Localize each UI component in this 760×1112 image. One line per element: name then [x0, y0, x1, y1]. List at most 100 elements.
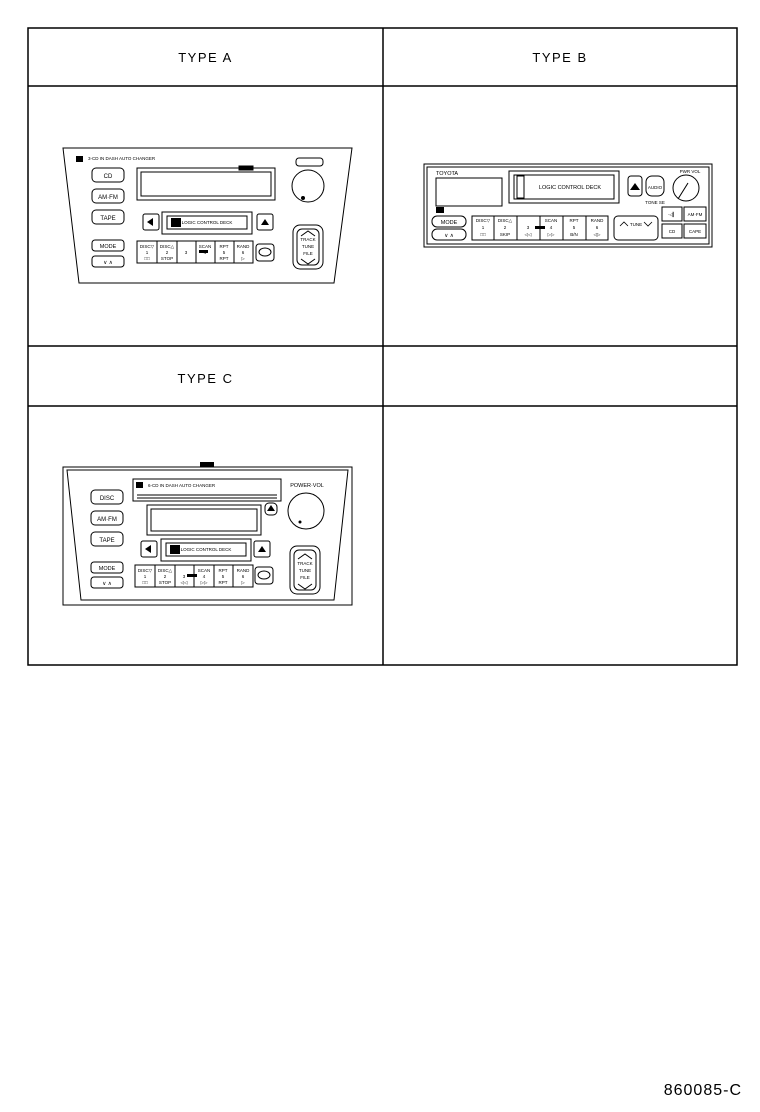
type-a-scan-bar: [199, 250, 208, 253]
type-b-scan-bar: [535, 226, 545, 229]
type-b-preset-6-num: 6: [596, 225, 599, 230]
type-a-track-up-icon: [300, 230, 316, 237]
type-a-button-am-fm: AM·FM: [98, 195, 118, 201]
type-b-preset-1-bottom: □□: [480, 232, 486, 237]
type-a-preset-1-bottom: □□: [144, 256, 150, 261]
type-b-preset-5-top: RPT: [570, 218, 579, 223]
type-b-preset-3-num: 3: [527, 225, 530, 230]
type-a-preset-2-bottom: STOP: [161, 256, 173, 261]
type-a-preset-6-num: 6: [242, 250, 245, 255]
type-c-track-2: TUNE: [299, 568, 311, 573]
type-a-top-label: 3-CD IN DASH AUTO CHANGER: [88, 156, 156, 161]
type-c-power-vol: POWER·VOL: [290, 483, 324, 489]
type-c-top-label: 6-CD IN DASH AUTO CHANGER: [148, 483, 216, 488]
type-b-pwr-vol: PWR VOL: [680, 169, 701, 174]
type-b-seek-arrows: ∨ ∧: [444, 233, 454, 239]
type-c-preset-5-top: RPT: [219, 568, 228, 573]
type-a-track-2: TUNE: [302, 244, 314, 249]
type-b-right-button-3: CD: [669, 229, 676, 234]
header-type-b: TYPE B: [532, 50, 588, 65]
type-a-button-cd: CD: [104, 174, 113, 180]
type-b-preset-2-top: DISC△: [498, 218, 513, 223]
type-b-right-button-1: ·◁▎: [668, 211, 676, 218]
type-c-button-am-fm: AM·FM: [97, 517, 117, 523]
type-a-track-down-icon: [300, 258, 316, 265]
rewind-icon: [147, 218, 153, 226]
type-b-tune-up-icon: [643, 221, 653, 227]
type-b-knob-indicator: [677, 182, 689, 200]
type-a-preset-5-num: 5: [223, 250, 226, 255]
type-a-track-1: TRACK: [300, 237, 315, 242]
type-c-cassette-door-icon: [170, 545, 180, 554]
type-c-button-tape: TAPE: [99, 538, 114, 544]
header-type-a: TYPE A: [178, 50, 233, 65]
type-b-audio-label: AUDIO: [648, 185, 663, 190]
type-c-preset-5-bottom: RPT: [219, 580, 228, 585]
type-b-preset-4-bottom: ▷▷: [548, 232, 555, 237]
type-c-preset-6-top: RAND: [237, 568, 251, 573]
type-b-preset-4-num: 4: [550, 225, 553, 230]
type-a-preset-5-top: RPT: [220, 244, 229, 249]
type-a-deck-label: LOGIC CONTROL DECK: [182, 220, 233, 225]
type-c-preset-6-bottom: ▷: [241, 580, 245, 585]
type-c-top-tab: [200, 462, 214, 467]
type-c-knob-dot: [298, 520, 302, 524]
type-a-preset-3-num: 3: [185, 250, 188, 255]
type-b-preset-2-bottom: SKIP: [500, 232, 510, 237]
type-a-preset-4-top: SCAN: [199, 244, 212, 249]
type-a-preset-6-top: RAND: [237, 244, 251, 249]
type-c-scan-bar: [187, 574, 197, 577]
type-c-preset-1-top: DISC▽: [138, 568, 153, 573]
type-c-disc-eject-icon: [267, 505, 275, 511]
type-c-preset-2-top: DISC△: [158, 568, 173, 573]
type-c-preset-1-bottom: □□: [142, 580, 148, 585]
type-c-track-1: TRACK: [297, 561, 312, 566]
type-b-tone-label: TONE SE: [645, 200, 665, 205]
type-b-tune-label: TUNE: [630, 222, 642, 227]
type-b-cassette-slot-icon: [516, 175, 525, 199]
type-b-cd-logo-icon: [436, 207, 444, 213]
type-c-button-disc: DISC: [100, 496, 115, 502]
type-c-preset-6-num: 6: [242, 574, 245, 579]
type-b-preset-1-num: 1: [482, 225, 485, 230]
type-c-preset-5-num: 5: [222, 574, 225, 579]
header-type-c: TYPE C: [177, 371, 234, 386]
type-b-preset-5-num: 5: [573, 225, 576, 230]
type-c-preset-3-bottom: ◁◁: [181, 580, 188, 585]
type-b-tune-down-icon: [619, 221, 629, 227]
cassette-door-icon: [171, 218, 181, 227]
type-b-preset-2-num: 2: [504, 225, 507, 230]
type-b-eject-icon: [630, 183, 640, 190]
type-a-button-mode: MODE: [100, 244, 117, 250]
type-a-preset-1-top: DISC▽: [140, 244, 155, 249]
type-c-preset-2-num: 2: [164, 574, 167, 579]
type-c-cd-logo-icon: [136, 482, 143, 488]
type-c-preset-3-num: 3: [183, 574, 186, 579]
type-b-right-button-2: AM·FM: [688, 212, 703, 217]
type-b-preset-5-bottom: B/N: [570, 232, 578, 237]
type-a-button-tape: TAPE: [100, 216, 115, 222]
type-c-preset-4-top: SCAN: [198, 568, 211, 573]
type-c-deck-label: LOGIC CONTROL DECK: [181, 547, 232, 552]
type-b-preset-1-top: DISC▽: [476, 218, 491, 223]
type-a-track-3: FILE: [303, 251, 313, 256]
type-a-preset-1-num: 1: [146, 250, 149, 255]
type-b-preset-3-bottom: ◁◁: [525, 232, 532, 237]
type-c-track-up-icon: [297, 553, 313, 560]
type-b-brand: TOYOTA: [436, 171, 458, 177]
type-a-preset-2-num: 2: [166, 250, 169, 255]
type-b-preset-6-top: RAND: [591, 218, 605, 223]
cd-logo-icon: [76, 156, 83, 162]
type-c-preset-4-num: 4: [203, 574, 206, 579]
type-c-preset-1-num: 1: [144, 574, 147, 579]
type-c-rewind-icon: [145, 545, 151, 553]
type-c-track-down-icon: [297, 583, 313, 590]
type-a-preset-5-bottom: RPT: [220, 256, 229, 261]
type-b-preset-6-bottom: ◁▷: [594, 232, 601, 237]
type-c-preset-2-bottom: STOP: [159, 580, 171, 585]
type-c-eject-icon: [258, 546, 266, 552]
